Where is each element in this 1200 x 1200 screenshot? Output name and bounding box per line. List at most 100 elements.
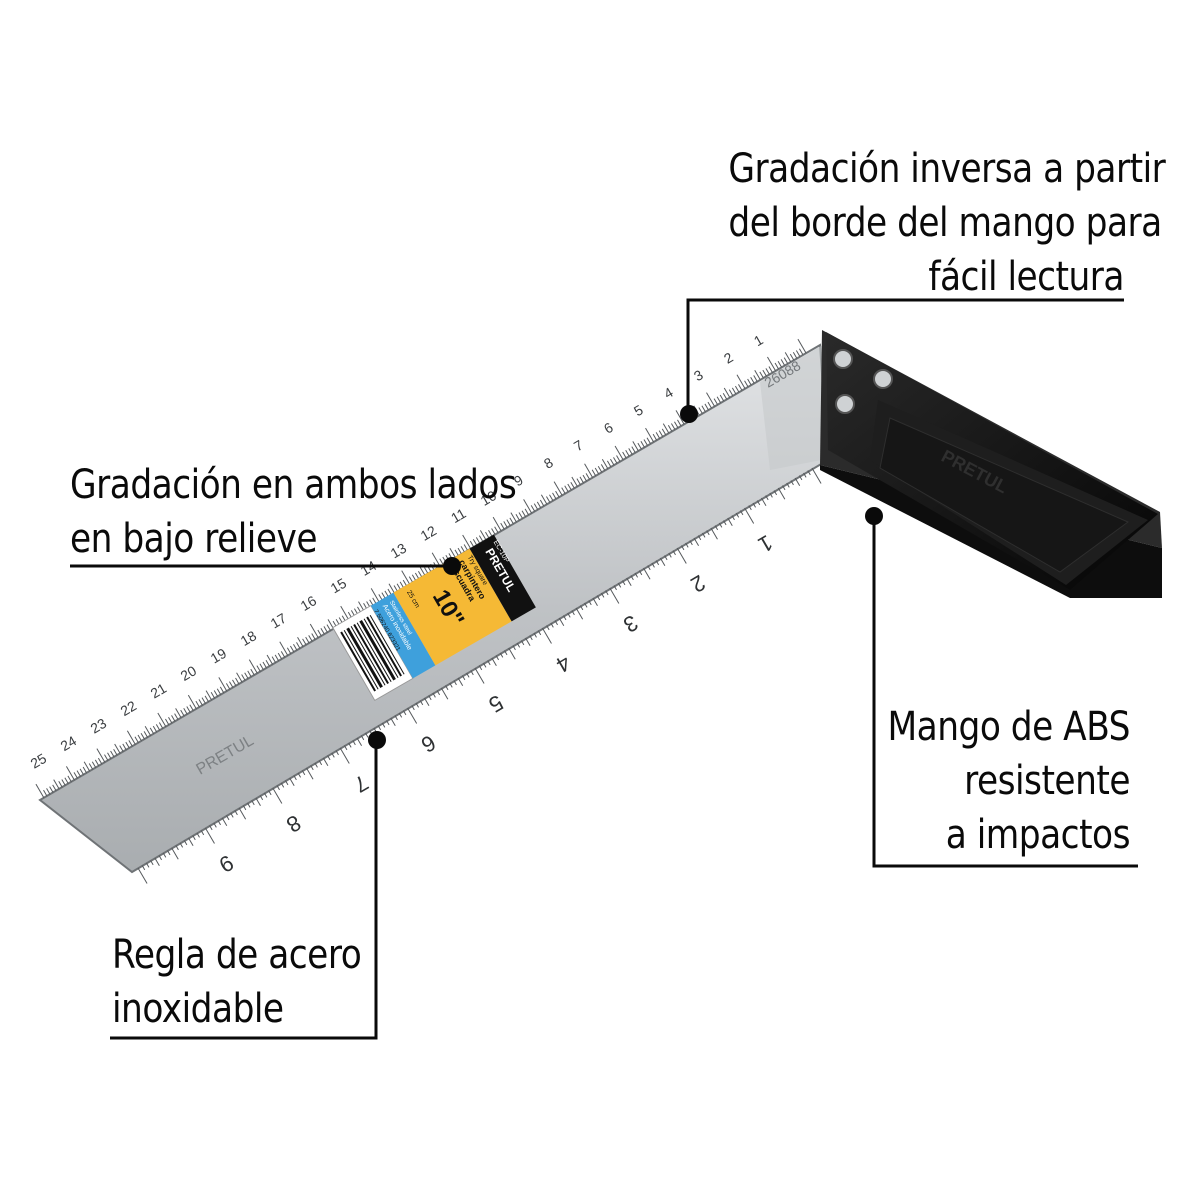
cm-tick: [759, 371, 764, 379]
inch-tick: [470, 670, 474, 676]
cm-tick: [675, 410, 685, 425]
cm-tick: [168, 716, 173, 724]
inch-number: 4: [552, 650, 575, 678]
cm-tick: [454, 549, 459, 557]
cm-tick: [387, 588, 392, 596]
cm-tick: [792, 352, 798, 359]
cm-tick: [492, 516, 502, 532]
inch-tick: [811, 467, 822, 484]
inch-number: 2: [687, 570, 710, 598]
inch-tick: [449, 682, 453, 688]
inch-tick: [238, 807, 247, 820]
cm-tick: [552, 492, 557, 500]
leader-handle: [872, 515, 1138, 868]
inch-tick: [487, 660, 491, 666]
cm-tick: [289, 645, 295, 653]
cm-tick: [719, 394, 725, 402]
inch-tick: [807, 470, 811, 476]
cm-tick: [698, 407, 703, 414]
inch-tick: [411, 705, 415, 711]
cm-tick: [585, 473, 591, 480]
cm-tick: [88, 763, 94, 770]
abs-handle: PRETUL: [820, 330, 1162, 598]
leader-steel-rule: [110, 740, 378, 1040]
inch-tick: [798, 475, 803, 481]
cm-tick: [262, 661, 267, 669]
cm-tick: [256, 665, 261, 672]
cm-tick: [52, 784, 57, 792]
cm-tick: [469, 540, 475, 548]
callout-line: resistente: [964, 758, 1130, 804]
inch-tick: [651, 562, 655, 568]
inch-tick: [306, 767, 314, 780]
inch-tick: [415, 702, 419, 708]
cm-tick: [61, 779, 66, 786]
inch-tick: [584, 602, 588, 608]
cm-tick: [463, 544, 469, 551]
cm-tick: [652, 433, 658, 441]
cm-tick: [122, 743, 127, 751]
inch-tick: [255, 797, 261, 807]
cm-tick: [584, 463, 594, 478]
inch-tick: [508, 647, 516, 660]
cm-tick: [152, 725, 158, 733]
cm-tick: [723, 387, 731, 398]
cm-tick: [204, 695, 210, 703]
inch-tick: [196, 832, 200, 838]
cm-tick: [491, 528, 496, 535]
cm-tick: [524, 508, 530, 516]
cm-number: 17: [268, 610, 290, 632]
inch-number: 8: [282, 810, 305, 838]
cm-tick: [94, 759, 100, 767]
inch-tick: [204, 827, 215, 844]
cm-tick: [274, 654, 280, 662]
cm-tick: [701, 405, 706, 412]
cm-tick: [616, 455, 621, 462]
cm-number: 11: [448, 505, 469, 526]
cm-tick: [503, 521, 508, 528]
callout-line: Gradación en ambos lados: [70, 462, 517, 508]
cm-tick: [158, 722, 164, 729]
inch-tick: [643, 567, 651, 580]
inch-tick: [676, 547, 687, 564]
cm-tick: [67, 775, 72, 783]
cm-tick: [539, 499, 545, 507]
cm-tick: [677, 419, 682, 427]
inch-tick: [689, 540, 693, 546]
cm-tick: [622, 451, 627, 459]
inch-tick: [731, 515, 735, 521]
cm-tick: [107, 752, 112, 760]
cm-tick: [401, 570, 411, 585]
cm-tick: [296, 642, 301, 649]
cm-tick: [82, 766, 88, 774]
cm-tick: [765, 368, 770, 375]
cm-tick: [591, 469, 597, 477]
inch-tick: [259, 795, 264, 801]
cm-number: 5: [631, 401, 646, 419]
inch-tick: [710, 527, 718, 540]
cm-tick: [530, 505, 536, 512]
inch-tick: [622, 580, 626, 586]
inch-tick: [419, 700, 424, 706]
cm-tick: [79, 768, 85, 776]
cm-tick: [183, 708, 188, 715]
inch-tick: [790, 480, 794, 486]
cm-tick: [293, 643, 298, 651]
inch-tick: [192, 835, 196, 841]
inch-tick: [390, 717, 396, 727]
inch-tick: [268, 790, 272, 796]
leader-lines: [70, 298, 1138, 1040]
inch-tick: [276, 785, 280, 791]
inch-number: 9: [215, 850, 238, 878]
inch-tick: [537, 630, 542, 636]
cm-tick: [789, 353, 795, 361]
inch-tick: [217, 820, 221, 826]
inch-tick: [377, 725, 382, 731]
inch-number: 7: [350, 770, 373, 798]
cm-tick: [305, 636, 310, 644]
inch-tick: [474, 667, 485, 684]
inch-tick: [365, 732, 369, 738]
cm-tick: [198, 699, 203, 706]
cm-tick: [419, 565, 426, 576]
inch-tick: [356, 737, 363, 747]
